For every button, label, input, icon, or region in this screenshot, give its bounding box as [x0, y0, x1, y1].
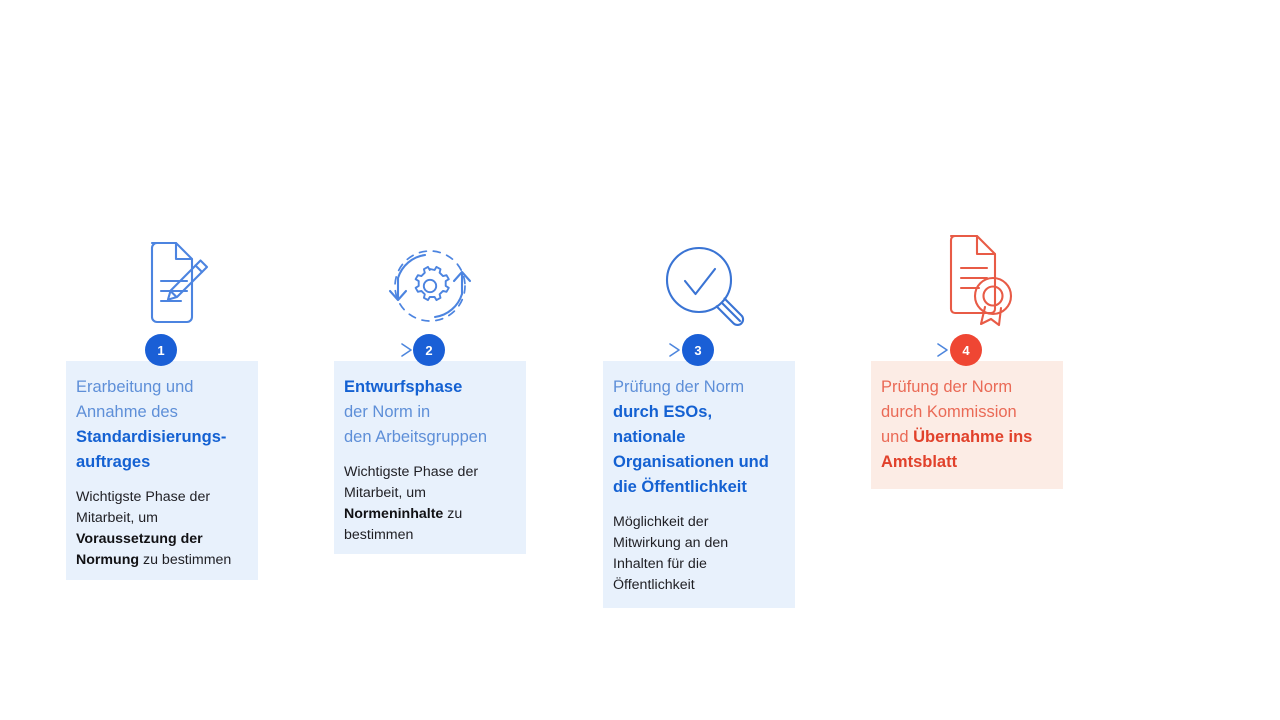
step-body-2: Wichtigste Phase der Mitarbeit, um Norme… [344, 462, 514, 546]
title-line-bold: durch ESOs, [613, 403, 713, 421]
title-line: durch Kommission [881, 403, 1017, 421]
title-line: Annahme des [76, 403, 178, 421]
title-line: Erarbeitung und [76, 378, 194, 396]
step-title-2: Entwurfsphase der Norm in den Arbeitsgru… [344, 375, 514, 450]
step-title-3: Prüfung der Norm durch ESOs, nationale O… [613, 375, 783, 500]
body-line: Mitarbeit, um [76, 510, 158, 526]
step-card-4: Prüfung der Norm durch Kommission und Üb… [871, 361, 1063, 489]
title-line-bold: Übernahme ins [913, 428, 1033, 446]
body-line: zu bestimmen [139, 552, 232, 568]
body-line: Möglichkeit der [613, 514, 709, 530]
body-line-bold: Normung [76, 552, 140, 568]
title-line: und [881, 428, 914, 446]
title-line-bold: nationale [613, 428, 686, 446]
title-line-bold: Standardisierungs- [76, 428, 227, 446]
step-body-3: Möglichkeit der Mitwirkung an den Inhalt… [613, 512, 783, 596]
title-line-bold: Amtsblatt [881, 453, 958, 471]
step-marker-2[interactable]: 2 [413, 334, 445, 366]
step-card-2: Entwurfsphase der Norm in den Arbeitsgru… [334, 361, 526, 554]
body-line-bold: Normeninhalte [344, 506, 444, 522]
title-line: Prüfung der Norm [613, 378, 745, 396]
title-line: den Arbeitsgruppen [344, 428, 488, 446]
step-card-3: Prüfung der Norm durch ESOs, nationale O… [603, 361, 795, 608]
body-line: zu bestimmen [344, 506, 463, 543]
step-body-1: Wichtigste Phase der Mitarbeit, um Vorau… [76, 487, 246, 571]
title-line-bold: auftrages [76, 453, 151, 471]
document-pencil-icon [117, 228, 227, 330]
body-line-bold: Voraussetzung der [76, 531, 203, 547]
title-line: der Norm in [344, 403, 431, 421]
step-marker-4[interactable]: 4 [950, 334, 982, 366]
step-marker-3[interactable]: 3 [682, 334, 714, 366]
gear-cycle-icon [375, 228, 485, 330]
step-title-1: Erarbeitung und Annahme des Standardisie… [76, 375, 246, 475]
title-line-bold: die Öffentlichkeit [613, 478, 747, 496]
magnifier-check-icon [649, 228, 759, 330]
body-line: Öffentlichkeit [613, 577, 695, 593]
body-line: Mitwirkung an den [613, 535, 729, 551]
body-line: Wichtigste Phase der [76, 489, 211, 505]
certificate-document-icon [920, 228, 1030, 330]
step-marker-1[interactable]: 1 [145, 334, 177, 366]
title-line-bold: Entwurfsphase [344, 378, 463, 396]
body-line: Wichtigste Phase der [344, 464, 479, 480]
body-line: Mitarbeit, um [344, 485, 426, 501]
body-line: Inhalten für die [613, 556, 707, 572]
step-title-4: Prüfung der Norm durch Kommission und Üb… [881, 375, 1051, 475]
title-line-bold: Organisationen und [613, 453, 769, 471]
title-line: Prüfung der Norm [881, 378, 1013, 396]
step-card-1: Erarbeitung und Annahme des Standardisie… [66, 361, 258, 580]
